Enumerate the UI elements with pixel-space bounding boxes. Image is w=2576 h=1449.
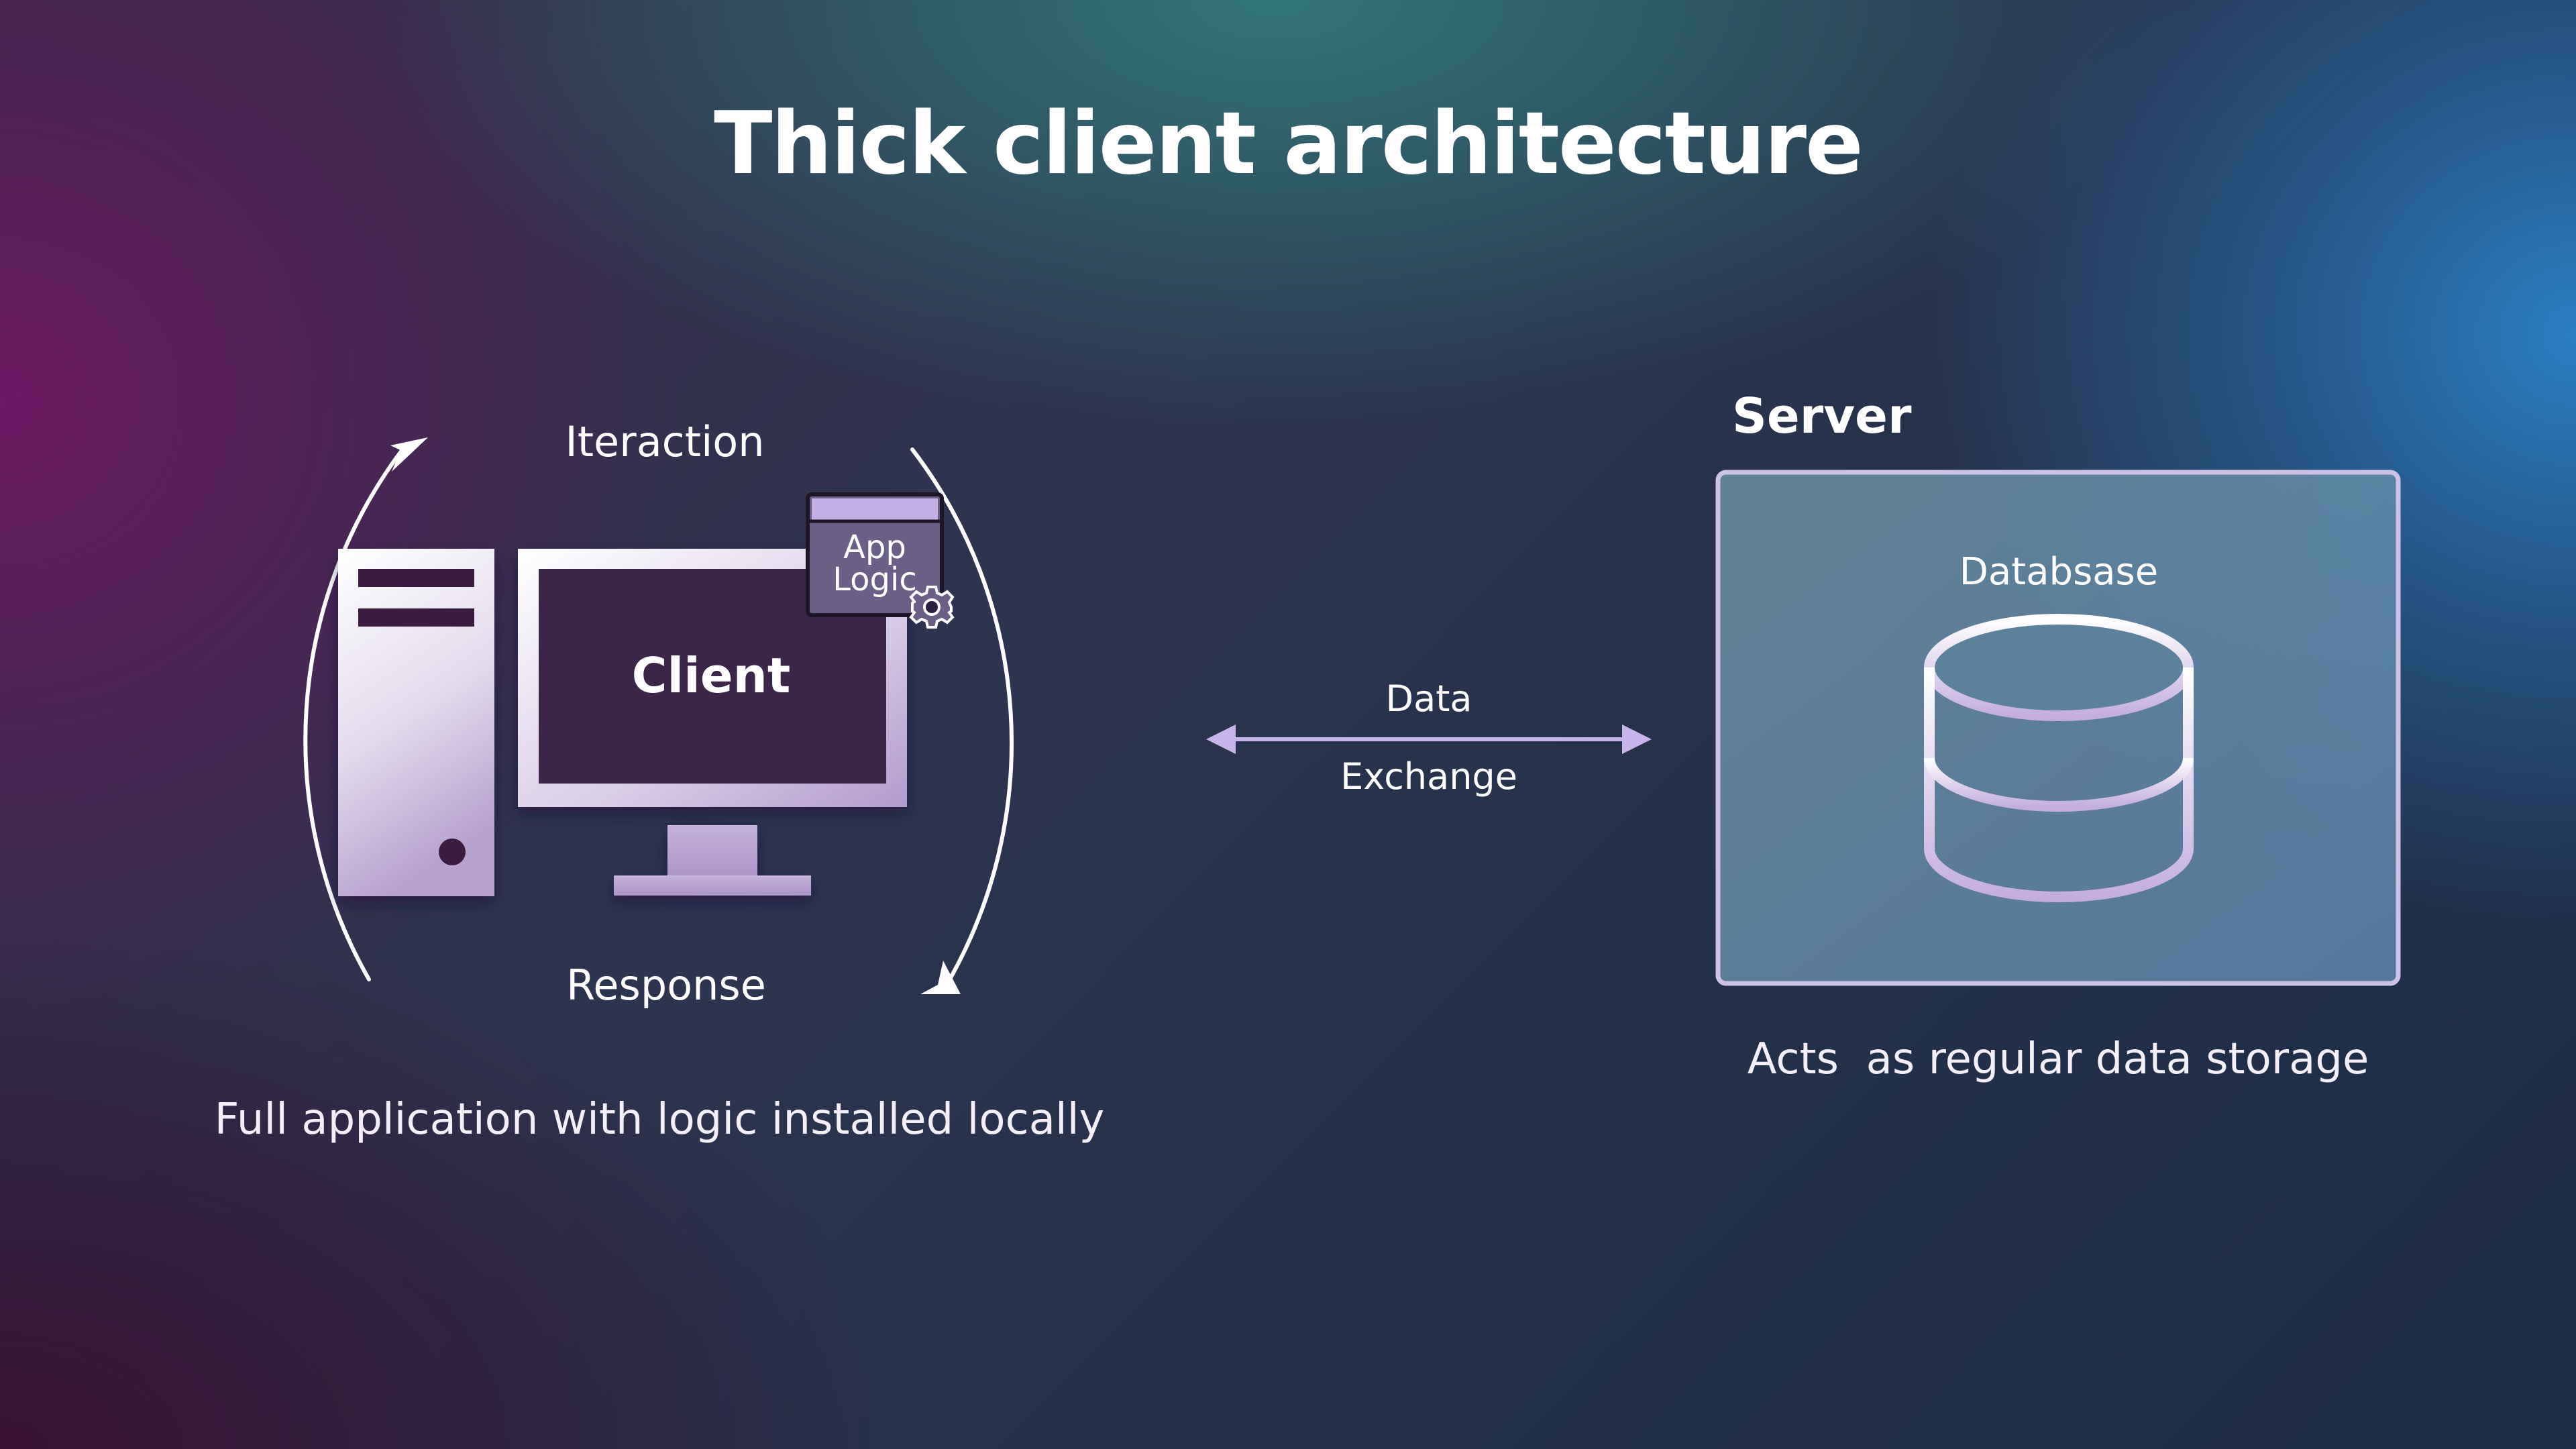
interaction-arc-left — [303, 447, 405, 981]
interaction-label: Iteraction — [565, 417, 765, 466]
database-icon — [1924, 614, 2194, 902]
tower-case — [338, 549, 494, 896]
data-exchange-label-line2: Exchange — [1340, 755, 1517, 798]
interaction-arrowhead — [390, 437, 428, 472]
monitor-label: Client — [632, 647, 791, 704]
tower-slot-top — [358, 569, 474, 587]
tower-slot-bottom — [358, 608, 474, 627]
tower-power-button — [439, 839, 466, 865]
app-logic-label-line1: App — [843, 529, 906, 566]
arrowhead-right — [1622, 724, 1652, 754]
app-logic-label-line2: Logic — [833, 561, 916, 598]
response-label: Response — [566, 961, 766, 1010]
data-exchange-arrow — [1206, 724, 1652, 754]
response-arrowhead — [920, 961, 961, 994]
server-title: Server — [1732, 388, 1912, 444]
server-box — [1715, 470, 2401, 986]
database-label: Databsase — [1959, 550, 2159, 594]
monitor-neck — [667, 825, 757, 877]
interaction-loop — [303, 437, 1014, 994]
monitor-base — [614, 875, 811, 896]
response-arc-right — [910, 447, 1014, 988]
gear-icon — [909, 586, 955, 629]
arrowhead-left — [1206, 724, 1236, 754]
data-exchange-label-line1: Data — [1385, 678, 1472, 720]
server-caption: Acts as regular data storage — [1747, 1034, 2369, 1084]
client-caption: Full application with logic installed lo… — [214, 1095, 1105, 1144]
app-window-icon — [806, 492, 944, 617]
slide-title: Thick client architecture — [714, 94, 1864, 194]
